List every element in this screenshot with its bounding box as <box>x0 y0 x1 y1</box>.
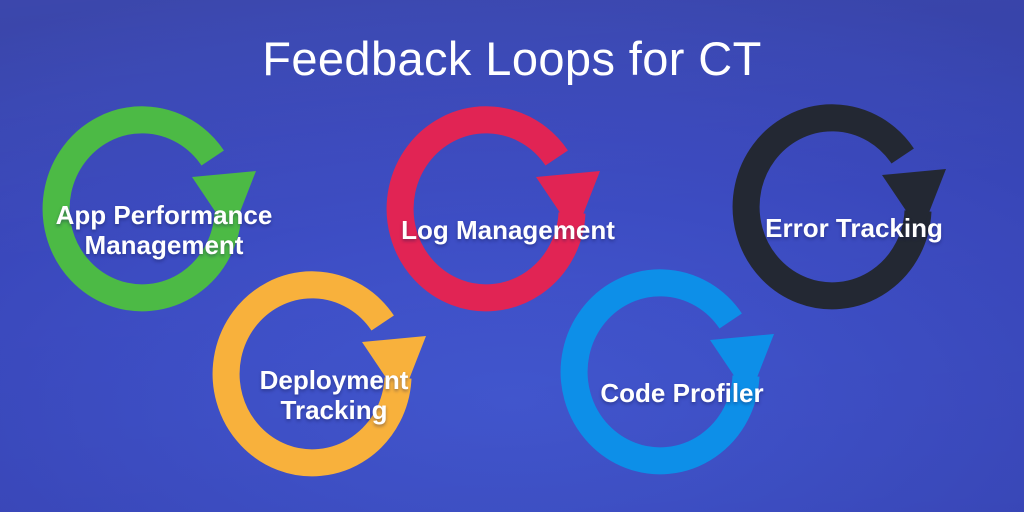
circular-arrow-icon <box>560 269 774 475</box>
loop-ring-path <box>560 269 760 475</box>
loop-arrowhead <box>882 169 946 233</box>
loop-arrowhead <box>536 171 600 235</box>
circular-arrow-icon <box>386 106 600 312</box>
circular-arrow-icon <box>732 104 946 310</box>
circular-arrow-icon <box>212 271 426 477</box>
loop-deployment-tracking: Deployment Tracking <box>212 271 434 498</box>
loop-ring-path <box>386 106 586 312</box>
loop-arrowhead <box>192 171 256 235</box>
loop-ring-path <box>42 106 242 312</box>
loop-code-profiler: Code Profiler <box>560 269 782 496</box>
loop-ring-path <box>732 104 932 310</box>
circular-arrow-icon <box>42 106 256 312</box>
loop-arrowhead <box>362 336 426 400</box>
loop-arrowhead <box>710 334 774 398</box>
loop-error-tracking: Error Tracking <box>732 104 954 331</box>
loop-log-management: Log Management <box>386 106 615 333</box>
loop-ring-path <box>212 271 412 477</box>
page-title: Feedback Loops for CT <box>262 32 762 85</box>
